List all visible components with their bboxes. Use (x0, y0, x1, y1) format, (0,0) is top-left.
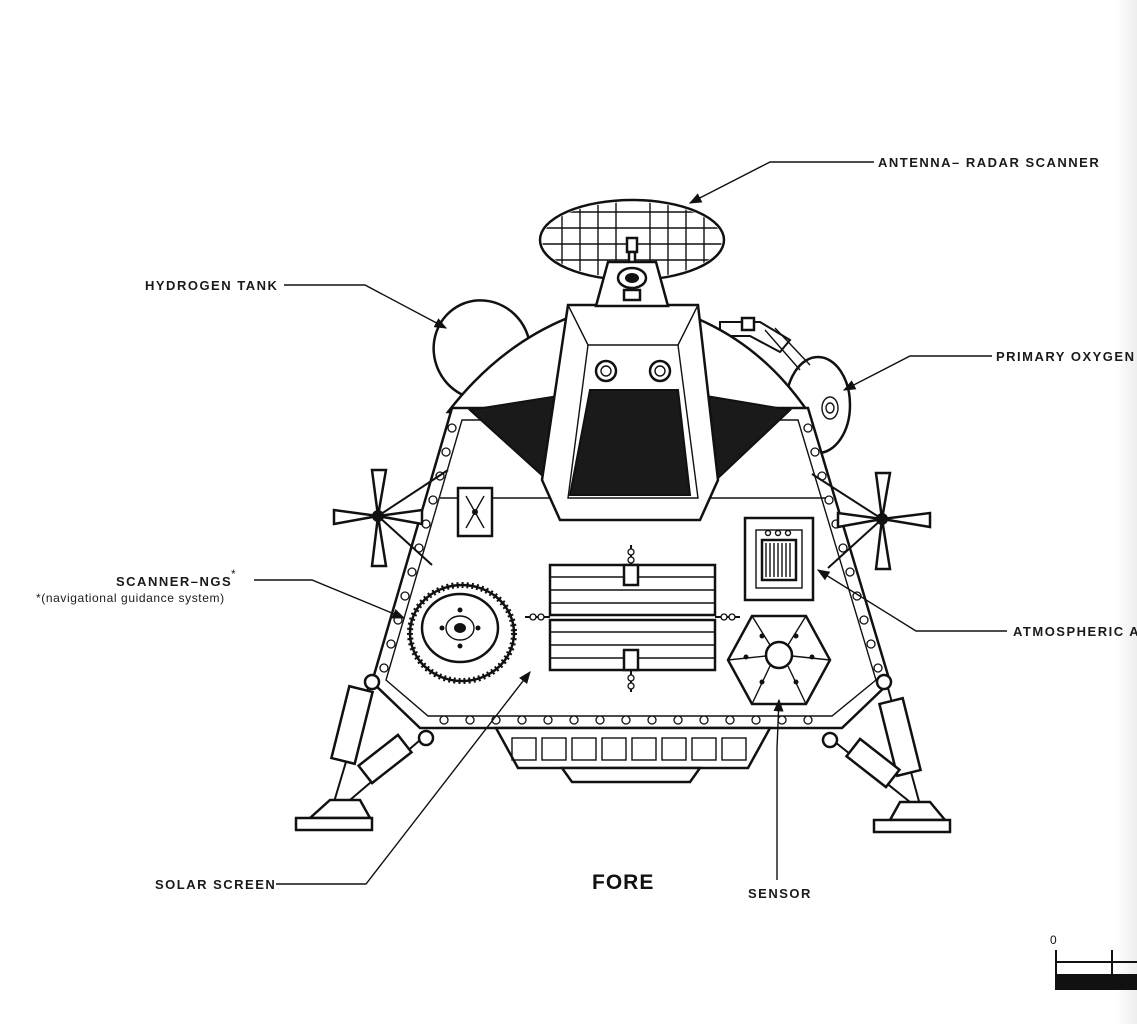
label-scanner-footnote: *(navigational guidance system) (36, 591, 225, 605)
left-landing-leg (294, 673, 435, 832)
page-edge-shadow (1115, 0, 1137, 1024)
front-window (568, 389, 692, 496)
label-solar-screen: SOLAR SCREEN (155, 877, 276, 892)
right-rotor (811, 471, 932, 571)
sensor (726, 614, 832, 706)
radar-dish (538, 198, 726, 282)
spacecraft-drawing (294, 198, 952, 834)
label-scanner-ngs: SCANNER–NGS (116, 574, 232, 589)
scale-bar: 0 (1050, 933, 1137, 990)
label-sensor: SENSOR (748, 886, 812, 901)
right-landing-leg (821, 673, 952, 834)
label-antenna-radar-scanner: ANTENNA– RADAR SCANNER (878, 155, 1100, 170)
solar-screen (525, 545, 740, 692)
label-atmospheric: ATMOSPHERIC A (1013, 624, 1137, 639)
label-scanner-asterisk: * (231, 567, 236, 581)
left-rotor (332, 468, 449, 568)
leader-lines (254, 161, 1007, 885)
scale-zero-label: 0 (1050, 933, 1057, 947)
view-title: FORE (592, 871, 654, 894)
scanner-ngs (407, 582, 517, 684)
atmospheric-analyzer (743, 516, 815, 602)
label-primary-oxygen: PRIMARY OXYGEN (996, 349, 1135, 364)
label-hydrogen-tank: HYDROGEN TANK (145, 278, 278, 293)
